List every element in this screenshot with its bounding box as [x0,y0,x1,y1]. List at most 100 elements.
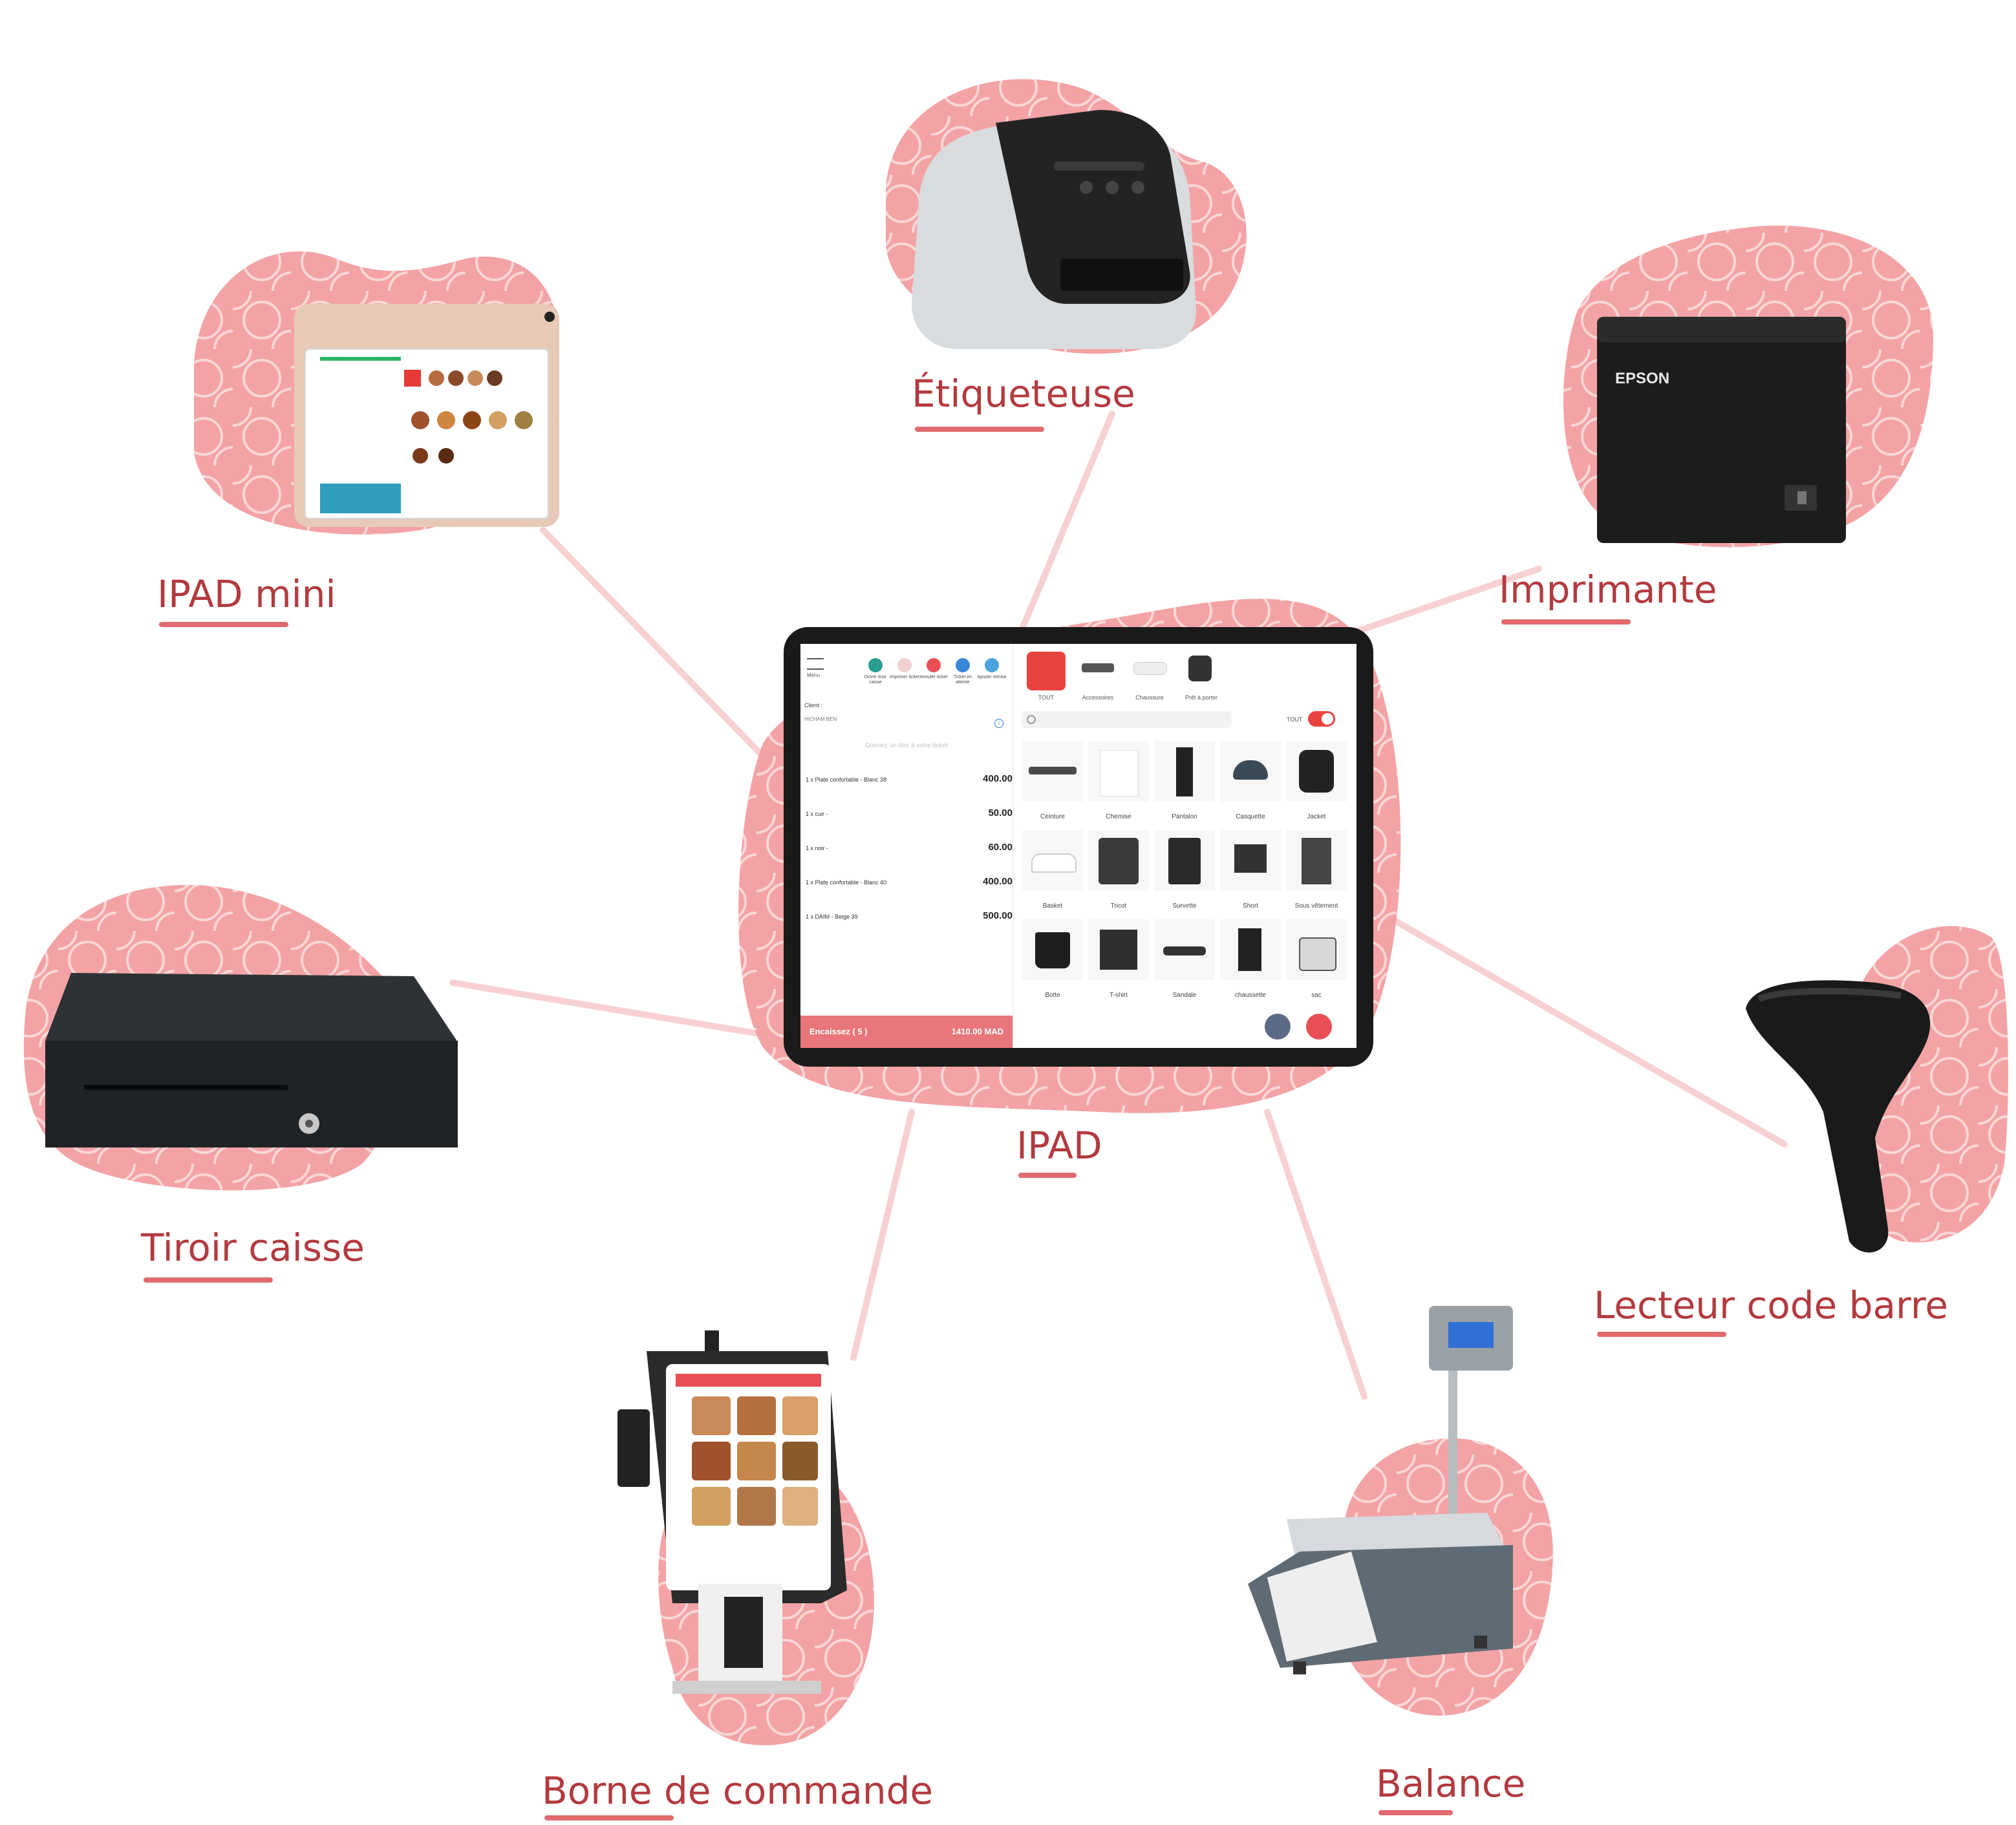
underline-etiqueteuse [915,427,1044,432]
product-label: Survette [1172,902,1197,910]
product-label: Botte [1045,992,1060,999]
label-imprimante: Imprimante [1499,568,1717,612]
product-image [1029,767,1077,774]
ticket-line[interactable]: 1 x noir -60.00 [806,842,1013,853]
product-label: sac [1311,992,1322,999]
code-barre-toggle[interactable] [1308,711,1335,727]
product-tile[interactable] [1286,830,1347,891]
toolbar-button[interactable] [956,658,970,672]
client-name[interactable]: HICHAM BEN [804,716,837,722]
product-tile[interactable] [1220,741,1281,802]
product-image [1168,838,1201,884]
toolbar-label: Ajouter remise [977,675,1007,679]
label-tiroir: Tiroir caisse [141,1226,365,1270]
connector-etiqueteuse [1018,411,1115,634]
label-printer-image [912,110,1196,349]
chat-button[interactable] [1306,1014,1332,1040]
product-tile[interactable] [1154,830,1215,891]
toolbar-button[interactable] [927,658,941,672]
product-tile[interactable] [1220,830,1281,891]
toolbar-label: Imprimer ticket [890,675,919,679]
product-label: Casquette [1236,813,1265,820]
scale-image [1248,1306,1513,1674]
product-label: Short [1243,902,1258,910]
product-tile[interactable] [1154,741,1215,802]
product-label: Jacket [1307,813,1326,820]
product-tile[interactable] [1022,741,1083,802]
checkout-button[interactable]: Encaissez ( 5 ) 1410.00 MAD [800,1016,1013,1048]
connector-borne [850,1109,915,1361]
underline-ipad-mini [159,622,288,627]
product-tile[interactable] [1088,919,1149,980]
client-label: Client : [804,702,823,709]
toolbar-label: Ouvrir tiroir caisse [864,675,887,685]
product-image [1100,930,1137,970]
info-icon[interactable]: i [994,719,1003,728]
ipad-pos-app: Menu Client : HICHAM BEN i Donnez un tit… [800,644,1357,1048]
product-image [1100,750,1139,796]
product-label: Pantalon [1172,813,1197,820]
product-label: T-shirt [1110,992,1128,999]
toolbar-button[interactable] [897,658,912,672]
product-tile[interactable] [1220,919,1281,980]
globe-button[interactable] [1265,1014,1291,1040]
menu-label: Menu [807,672,820,678]
label-lecteur: Lecteur code barre [1594,1283,1949,1327]
product-tile[interactable] [1286,741,1347,802]
product-tile[interactable] [1286,919,1347,980]
toggle-knob [1322,713,1333,725]
ticket-title-input[interactable]: Donnez un titre à votre ticket [865,742,948,749]
underline-borne [544,1815,674,1820]
tab-chaussure[interactable] [1133,662,1167,675]
kiosk-image [617,1330,847,1694]
product-label: Sandale [1172,992,1197,999]
label-balance: Balance [1376,1762,1526,1806]
product-image [1233,760,1268,780]
tab-pret-a-porter[interactable] [1188,656,1212,681]
product-label: Ceinture [1040,813,1065,820]
product-tile[interactable] [1022,919,1083,980]
menu-icon[interactable] [807,658,824,670]
product-image [1238,928,1261,971]
product-tile[interactable] [1022,830,1083,891]
underline-ipad [1018,1173,1077,1178]
product-image [1176,747,1193,796]
product-tile[interactable] [1154,919,1215,980]
product-label: chaussette [1234,992,1267,999]
category-label: Accessoires [1082,694,1114,701]
product-image [1299,937,1336,971]
product-label: Sous vêtement [1294,902,1338,910]
cash-drawer-image [45,973,458,1147]
encaissez-label: Encaissez ( 5 ) [810,1027,868,1036]
barcode-scanner-image [1746,980,1931,1253]
product-tile[interactable] [1088,741,1149,802]
connector-lecteur [1387,915,1788,1147]
search-input[interactable] [1022,711,1232,728]
underline-imprimante [1501,619,1631,624]
underline-tiroir [144,1277,273,1283]
product-label: Basket [1042,902,1063,910]
underline-balance [1378,1810,1453,1815]
printer-brand: EPSON [1615,370,1670,387]
connector-balance [1264,1109,1367,1400]
label-ipad-mini: IPAD mini [157,572,336,616]
tab-accessoires[interactable] [1082,663,1114,672]
product-tile[interactable] [1088,830,1149,891]
ipad-mini-image [294,304,559,527]
tab-tout[interactable] [1027,652,1066,690]
product-image [1035,932,1070,968]
label-borne: Borne de commande [542,1769,934,1813]
toolbar-button[interactable] [985,658,999,672]
ticket-line[interactable]: 1 x cuir -50.00 [806,807,1013,818]
product-image [1031,853,1077,873]
product-image [1163,946,1206,955]
product-label: Chemise [1106,813,1131,820]
label-ipad: IPAD [1016,1124,1102,1168]
search-icon [1027,715,1036,724]
product-image [1302,838,1331,884]
toolbar-label: Annuler ticket [919,675,948,679]
toolbar-button[interactable] [868,658,883,672]
